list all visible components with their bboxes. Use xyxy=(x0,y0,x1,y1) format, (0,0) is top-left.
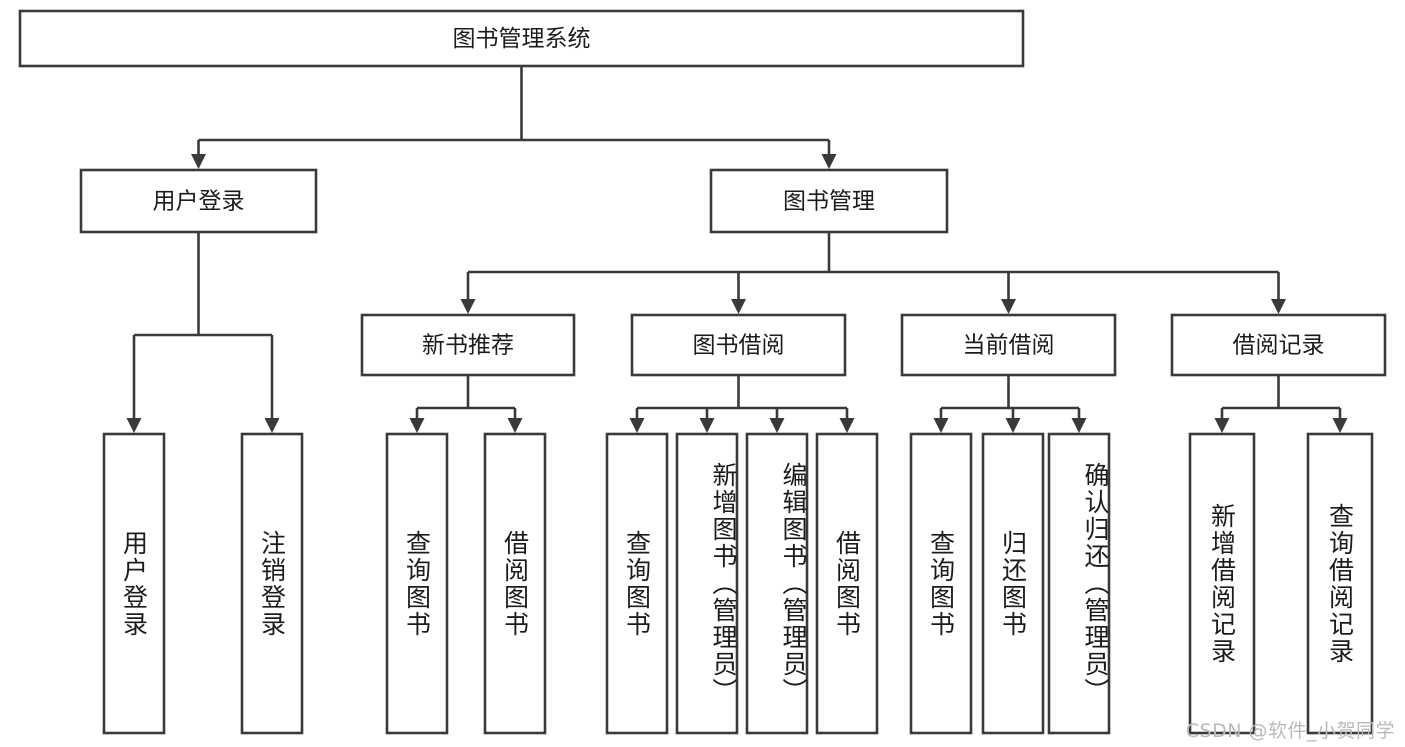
node-box xyxy=(360,313,576,377)
arrow-head-icon xyxy=(699,418,715,433)
node-label: 用户登录 xyxy=(153,189,245,215)
node-level3-当前借阅[interactable]: 当前借阅 xyxy=(900,313,1117,377)
node-level3-借阅记录[interactable]: 借阅记录 xyxy=(1170,313,1387,377)
node-leaf-查询图书[interactable] xyxy=(385,432,449,735)
node-box xyxy=(240,432,304,735)
arrow-head-icon xyxy=(1071,418,1087,433)
node-box xyxy=(605,432,669,735)
arrow-head-icon xyxy=(1005,418,1021,433)
node-box xyxy=(745,432,809,735)
node-root-图书管理系统[interactable]: 图书管理系统 xyxy=(18,9,1025,68)
node-label: 新书推荐 xyxy=(422,333,514,359)
arrow-head-icon xyxy=(1332,418,1348,433)
node-box xyxy=(1047,432,1111,735)
arrow-head-icon xyxy=(1214,418,1230,433)
node-leaf-新增图书管理员[interactable] xyxy=(675,432,739,735)
node-leaf-查询图书[interactable] xyxy=(605,432,669,735)
arrow-head-icon xyxy=(409,418,425,433)
node-label: 当前借阅 xyxy=(963,333,1055,359)
node-level2-用户登录[interactable]: 用户登录 xyxy=(79,168,318,234)
node-box xyxy=(1170,313,1387,377)
arrow-head-icon xyxy=(839,418,855,433)
arrow-head-icon xyxy=(933,418,949,433)
node-box xyxy=(1188,432,1256,735)
node-label: 图书管理 xyxy=(783,189,875,215)
node-label: 图书管理系统 xyxy=(453,26,591,52)
node-box xyxy=(79,168,318,234)
node-box xyxy=(1306,432,1374,735)
node-leaf-查询图书[interactable] xyxy=(909,432,973,735)
node-box xyxy=(102,432,166,735)
arrow-head-icon xyxy=(191,154,206,169)
connector-layer xyxy=(126,66,1348,433)
node-leaf-确认归还管理员[interactable] xyxy=(1047,432,1111,735)
node-box xyxy=(483,432,547,735)
node-leaf-查询借阅记录[interactable] xyxy=(1306,432,1374,735)
watermark-text: CSDN @软件_小贺同学 xyxy=(1185,720,1395,742)
node-box xyxy=(709,168,949,234)
arrow-head-icon xyxy=(460,299,476,314)
node-leaf-新增借阅记录[interactable] xyxy=(1188,432,1256,735)
arrow-head-icon xyxy=(1271,299,1286,314)
node-level2-图书管理[interactable]: 图书管理 xyxy=(709,168,949,234)
node-leaf-借阅图书[interactable] xyxy=(483,432,547,735)
node-label: 借阅记录 xyxy=(1233,333,1325,359)
node-box xyxy=(18,9,1025,68)
node-box xyxy=(815,432,879,735)
arrow-head-icon xyxy=(126,418,142,433)
node-box xyxy=(385,432,449,735)
arrow-head-icon xyxy=(769,418,785,433)
node-leaf-注销登录[interactable] xyxy=(240,432,304,735)
node-box xyxy=(981,432,1045,735)
arrow-head-icon xyxy=(821,154,837,169)
node-box xyxy=(675,432,739,735)
node-box xyxy=(630,313,847,377)
arrow-head-icon xyxy=(1001,299,1016,314)
node-leaf-编辑图书管理员[interactable] xyxy=(745,432,809,735)
node-box xyxy=(900,313,1117,377)
arrow-head-icon xyxy=(629,418,645,433)
node-box xyxy=(909,432,973,735)
node-level3-新书推荐[interactable]: 新书推荐 xyxy=(360,313,576,377)
node-leaf-归还图书[interactable] xyxy=(981,432,1045,735)
node-leaf-用户登录[interactable] xyxy=(102,432,166,735)
arrow-head-icon xyxy=(507,418,523,433)
node-level3-图书借阅[interactable]: 图书借阅 xyxy=(630,313,847,377)
arrow-head-icon xyxy=(264,418,280,433)
node-label: 图书借阅 xyxy=(693,333,785,359)
arrow-head-icon xyxy=(731,299,746,314)
node-leaf-借阅图书[interactable] xyxy=(815,432,879,735)
